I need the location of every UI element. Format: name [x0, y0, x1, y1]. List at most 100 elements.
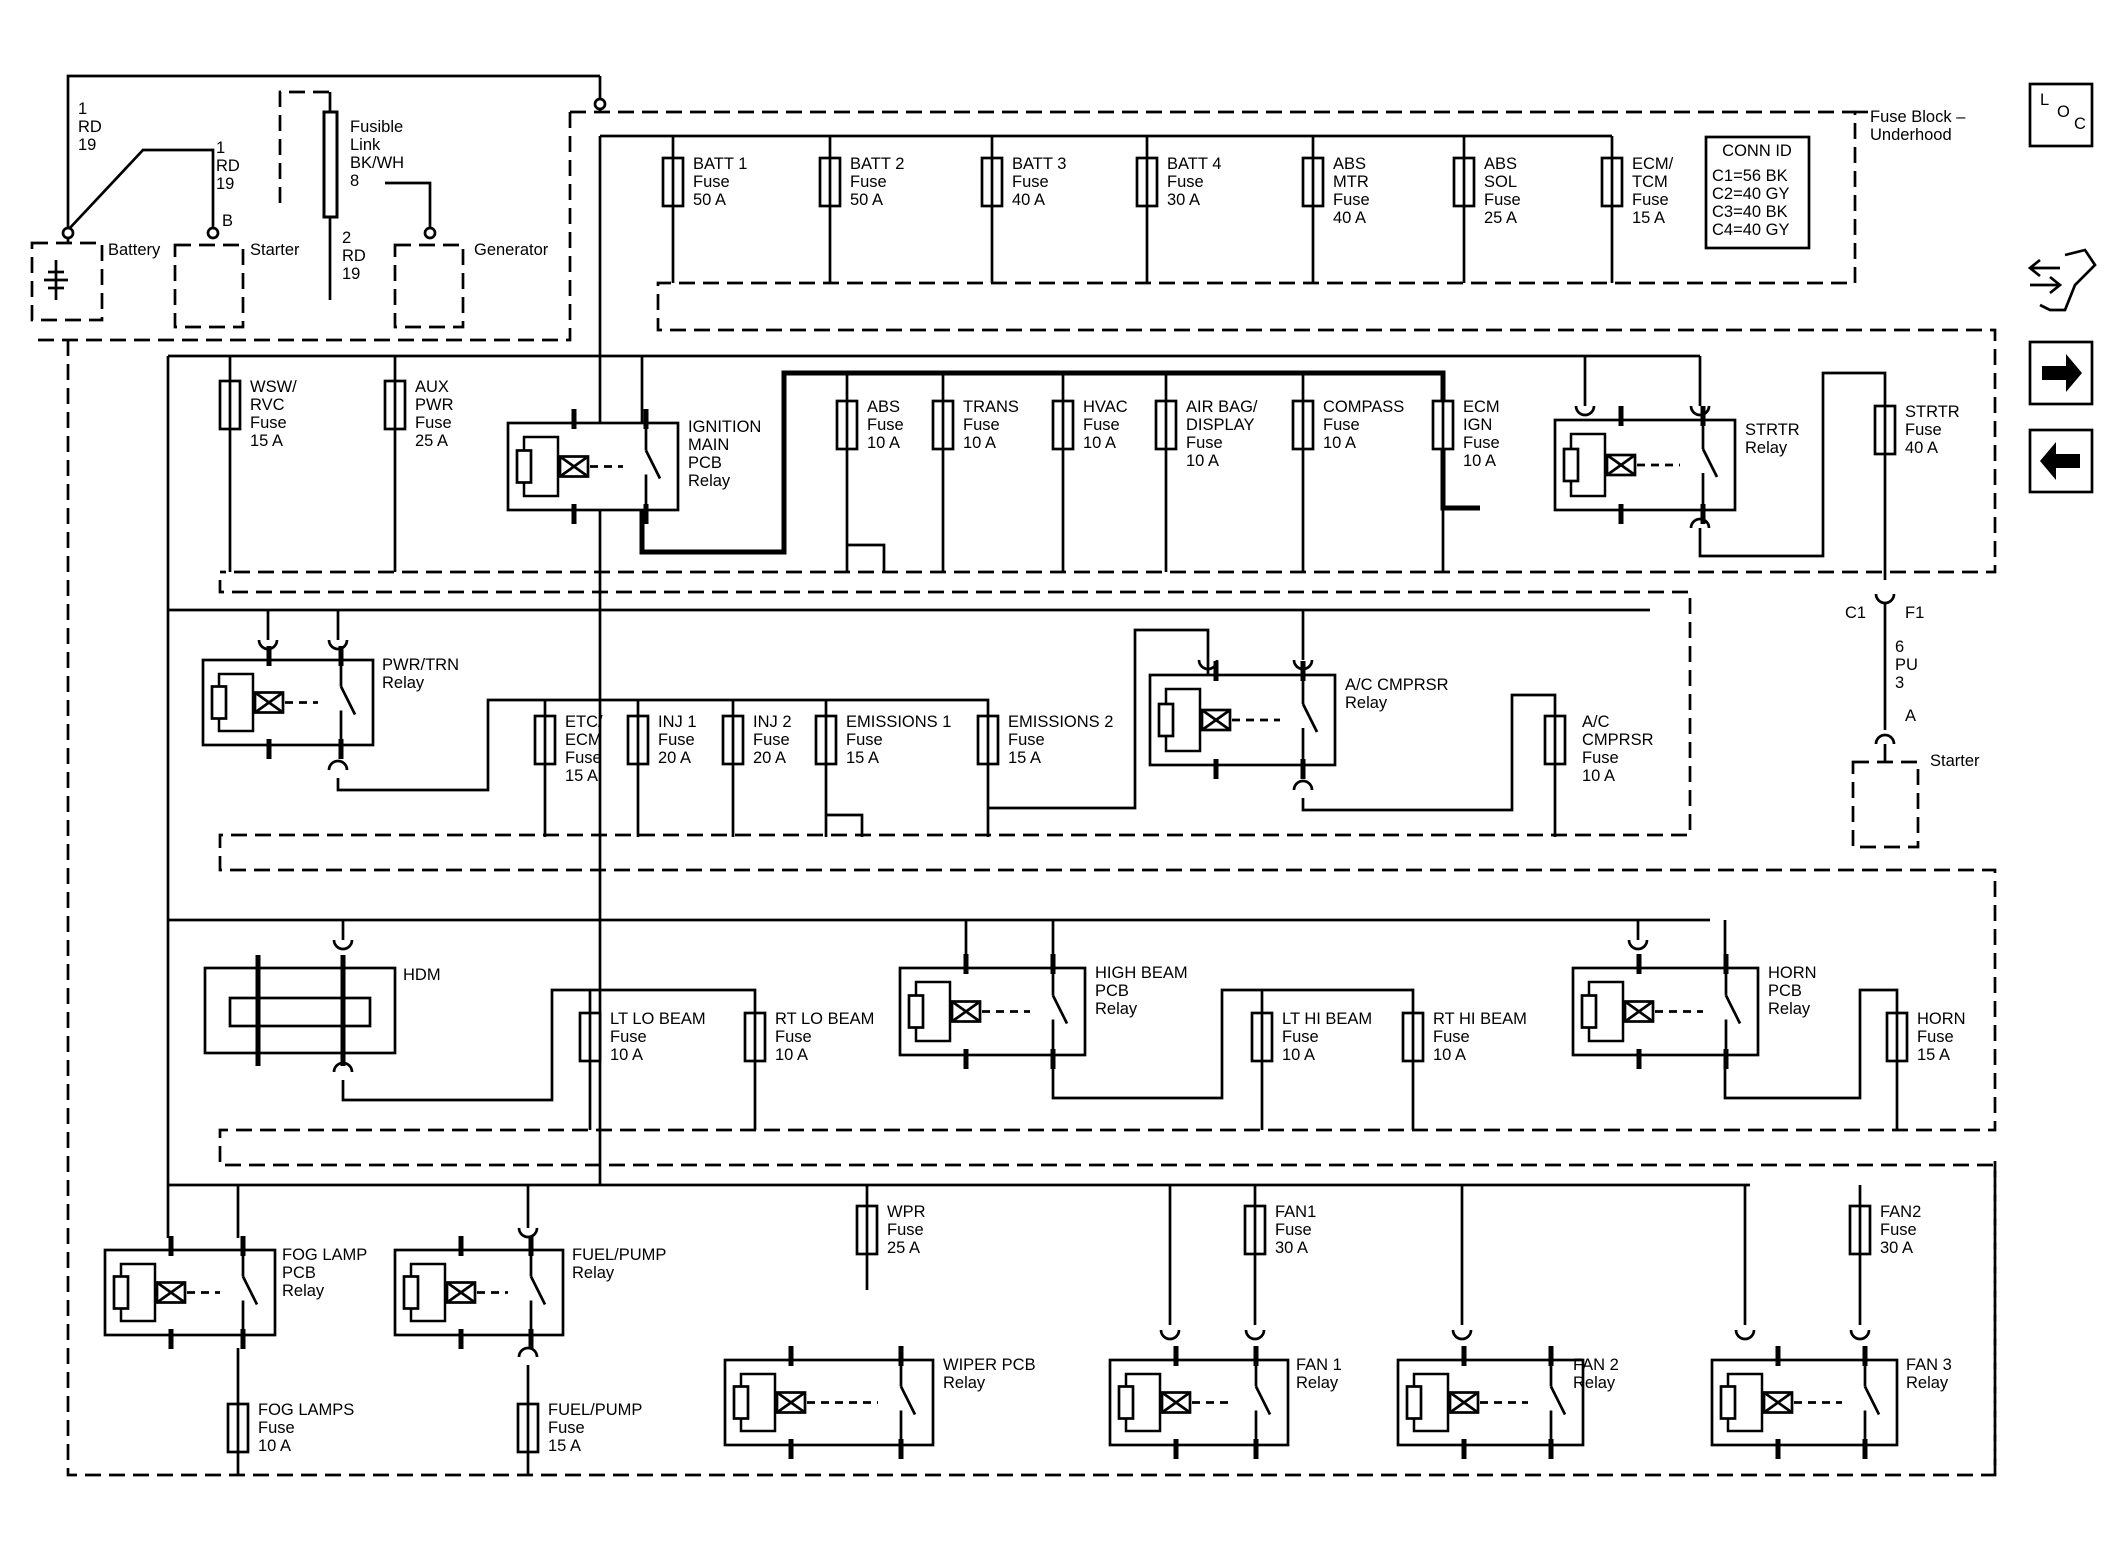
next-arrow-icon[interactable]	[2028, 340, 2094, 406]
relay-label-wiper-line: WIPER PCB	[943, 1356, 1036, 1374]
relay-label-fan2-line: FAN 2	[1573, 1356, 1619, 1374]
fuse-label-fan1-line: FAN1	[1275, 1203, 1316, 1221]
fuse-label-row4-line: RT HI BEAM	[1433, 1010, 1527, 1028]
fuse-label-row2-line: 10 A	[963, 434, 996, 452]
fuse-label-row1-line: SOL	[1484, 173, 1517, 191]
relay-label-horn-line: Relay	[1768, 1000, 1811, 1018]
fuse-label-row2-line: 10 A	[1186, 452, 1219, 470]
fuse-label-row1-line: 30 A	[1167, 191, 1200, 209]
fuse-label-row2-line: Fuse	[1463, 434, 1500, 452]
fuse-label-row2-line: Fuse	[1186, 434, 1223, 452]
loc-letter: C	[2074, 115, 2086, 133]
relay-label-highbeam-line: HIGH BEAM	[1095, 964, 1188, 982]
connector-icon	[1849, 1329, 1871, 1341]
hdm-body	[228, 996, 372, 1028]
generator-wire-label-line: 19	[342, 265, 360, 283]
conn-id-table	[1704, 135, 1811, 250]
fuse-label-wiper-line: 25 A	[887, 1239, 920, 1257]
fuse-label-row1-line: Fuse	[1333, 191, 1370, 209]
fuse-label-row1-line: Fuse	[1167, 173, 1204, 191]
fuse-label-row1-line: 40 A	[1333, 209, 1366, 227]
fuel-pump-relay	[393, 1236, 565, 1349]
relay-coil-icon	[558, 455, 590, 478]
fuse-label-row3-line: Fuse	[1582, 749, 1619, 767]
starter-lower-label: Starter	[1930, 752, 1980, 770]
relay-coil-icon	[950, 1000, 982, 1023]
starter-wire-label-line: 1	[216, 139, 225, 157]
fuse-label-row3-line: ECM	[565, 731, 602, 749]
loc-letter: O	[2057, 103, 2070, 121]
fuse-label-row3-line: 15 A	[1008, 749, 1041, 767]
fuse-label-row2-line: Fuse	[250, 414, 287, 432]
fuse-label-row1-line: ABS	[1333, 155, 1366, 173]
starter-wire-label-line: RD	[216, 157, 240, 175]
hdm-label: HDM	[403, 966, 441, 984]
high-beam-relay	[898, 954, 1087, 1069]
fuse-label-row2-line: WSW/	[250, 378, 297, 396]
relay-label-highbeam-line: Relay	[1095, 1000, 1138, 1018]
fuse-label-row1-line: 40 A	[1012, 191, 1045, 209]
fusible-link-label-line: BK/WH	[350, 154, 404, 172]
starter-relay	[1553, 406, 1737, 524]
battery-main-wire	[66, 74, 600, 243]
previous-arrow-icon[interactable]	[2028, 428, 2094, 494]
fuse-label-fuelpump-line: FUEL/PUMP	[548, 1401, 642, 1419]
relay-label-ignition-line: PCB	[688, 454, 722, 472]
horn-relay	[1571, 954, 1760, 1069]
fuse-label-row4-line: Fuse	[1282, 1028, 1319, 1046]
generator-wire-label-line: 2	[342, 229, 351, 247]
relay-label-pwrtrn-line: PWR/TRN	[382, 656, 459, 674]
relay-label-horn-line: PCB	[1768, 982, 1802, 1000]
relay-label-strtr-line: STRTR	[1745, 421, 1800, 439]
relay-label-ignition-line: IGNITION	[688, 418, 761, 436]
relay-label-foglamp-line: PCB	[282, 1264, 316, 1282]
fuse-label-row4-line: RT LO BEAM	[775, 1010, 874, 1028]
relay-label-ac-line: Relay	[1345, 694, 1388, 712]
relay-label-foglamp-line: Relay	[282, 1282, 325, 1300]
fuse-label-row2-line: STRTR	[1905, 403, 1960, 421]
fuse-label-row3-line: ETC/	[565, 713, 603, 731]
fuse-label-row1-line: Fuse	[1632, 191, 1669, 209]
location-view-button[interactable]: LOC	[2028, 82, 2094, 148]
starter-wire-label-line: 6	[1895, 638, 1904, 656]
fuse-block-label-line: Fuse Block –	[1870, 108, 1966, 126]
fuse-label-row3-line: 10 A	[1582, 767, 1615, 785]
fuse-label-row2-line: Fuse	[415, 414, 452, 432]
fuse-label-row4-line: HORN	[1917, 1010, 1966, 1028]
conn-id-row: C3=40 BK	[1712, 203, 1788, 221]
engine-ground-boundary	[32, 112, 572, 342]
fuse-label-fan2-line: FAN2	[1880, 1203, 1921, 1221]
relay-coil-icon	[253, 691, 285, 714]
relay-label-ac-line: A/C CMPRSR	[1345, 676, 1449, 694]
relay-label-fan2-line: Relay	[1573, 1374, 1616, 1392]
ac-compressor-relay	[1148, 661, 1337, 779]
fuse-label-fog-line: Fuse	[258, 1419, 295, 1437]
fuse-label-row3-line: 20 A	[658, 749, 691, 767]
fuse-label-row2-line: COMPASS	[1323, 398, 1404, 416]
battery-label: Battery	[108, 241, 161, 259]
schematic-connector-icon[interactable]	[2027, 248, 2097, 312]
connector-icon	[257, 639, 279, 651]
fuse-label-row4-line: 10 A	[775, 1046, 808, 1064]
